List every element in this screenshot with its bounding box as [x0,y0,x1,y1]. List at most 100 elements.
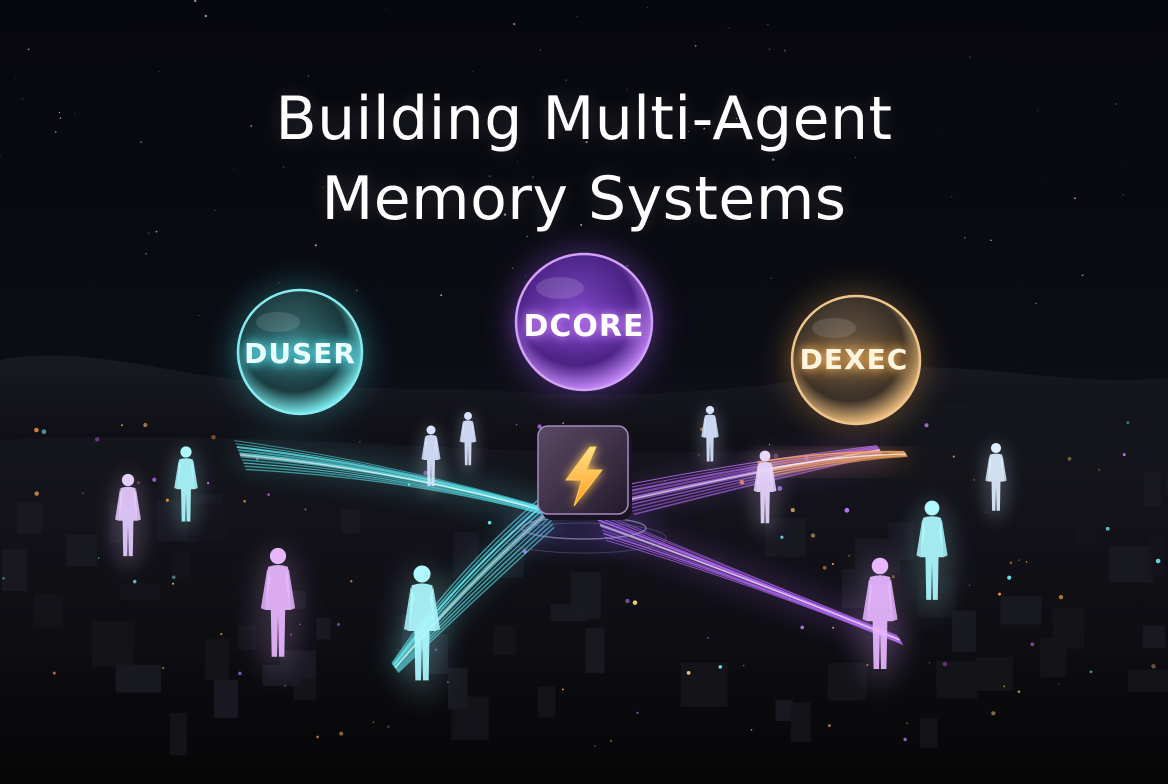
building [397,496,435,517]
star [712,122,714,124]
ground-light [267,493,270,496]
star [638,105,640,107]
ground-light [1030,642,1035,647]
building [1142,625,1166,648]
agent-figure [110,473,146,569]
ground-light [143,422,148,428]
lightning-bolt-icon [565,446,604,507]
ground-light [686,671,691,675]
ground-light [562,422,565,424]
ground-light [718,665,723,669]
star [1035,302,1037,305]
agent-figure [254,547,302,673]
star [950,195,953,198]
star [322,186,324,188]
ground-light [304,508,307,511]
ground-light [991,711,996,716]
ground-light [1003,685,1005,687]
ground-light [284,684,286,687]
star [27,48,30,51]
star [964,237,966,239]
ground-light [95,437,100,442]
star [198,314,200,317]
building [171,552,190,578]
star [58,111,61,114]
star [1073,197,1076,200]
star [854,156,857,159]
star [147,232,150,235]
ground-light [1105,526,1110,531]
star [517,161,519,163]
ground-light [515,423,518,426]
ground-light [968,584,971,587]
ground-light [396,649,399,651]
dcore-orb [508,246,660,398]
star [0,155,1,157]
star [784,49,786,52]
page-title-line-1: Building Multi-Agent [275,84,893,154]
star [59,117,62,119]
star [1081,274,1084,277]
cyan-beam-left [234,440,552,521]
ground-light [1151,664,1156,669]
beam-strand [241,459,550,515]
agent-figure [749,450,781,534]
ground-light [997,592,1002,596]
star [410,111,412,113]
ground-light [942,661,948,667]
star [155,230,158,233]
star [250,124,253,127]
building [975,656,1013,691]
page-title-line-2: Memory Systems [321,164,847,234]
ground-light [1155,558,1161,564]
star [472,70,474,73]
hub-cube [537,425,632,520]
star [735,118,737,120]
ground-light [636,711,639,714]
agent-figures [110,405,1011,698]
ground-light [832,626,835,629]
beam-strand [245,468,552,517]
ground-light [848,554,851,557]
star [772,158,775,161]
star [488,175,491,178]
ground-light [161,666,165,670]
agent-figure [856,556,904,686]
agent-figure [418,425,444,495]
star [649,181,651,182]
ground-light [537,424,542,429]
star [307,74,310,77]
ground-light [152,477,157,482]
building [2,548,27,592]
building [1143,471,1161,507]
star [217,96,218,98]
building [115,664,162,693]
star [576,16,578,18]
building [680,662,728,708]
ground-light [132,579,137,584]
star [503,213,507,216]
star [683,140,685,142]
ground-light [1098,468,1101,471]
ground-light [359,441,361,443]
beam-core [239,454,549,513]
star [526,235,528,237]
star [74,113,76,115]
beam-strand [243,462,550,515]
building [713,499,737,530]
dcore-orb-label: DCORE [523,309,645,344]
beam-strand [758,452,906,469]
ground-light [487,520,492,525]
building [493,625,516,655]
ground-light [98,557,100,559]
ground-light [172,582,175,585]
beam-strand [761,454,908,476]
building [66,534,98,567]
building [951,610,976,652]
ground-light [2,576,5,580]
ground-light [121,424,123,427]
ground-light [387,725,390,728]
ground-light [1067,456,1072,461]
agent-figure [910,499,954,615]
